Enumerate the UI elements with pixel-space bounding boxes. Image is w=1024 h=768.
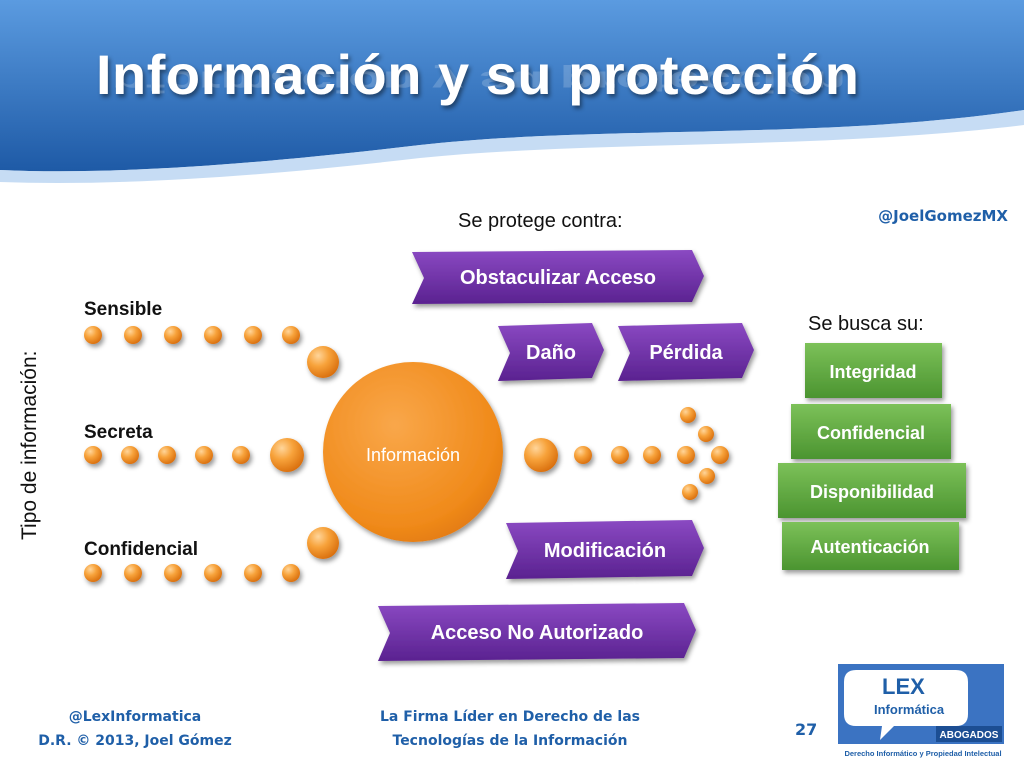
slide-title: Información y su protección (96, 43, 860, 106)
footer-tagline-2: Tecnologías de la Información (392, 733, 628, 749)
seek-heading: Se busca su: (808, 313, 924, 335)
threat-obstaculizar-acceso (412, 250, 704, 304)
logo-main: LEX (882, 674, 925, 699)
lex-informatica-logo: LEX Informática ABOGADOS Derecho Informá… (838, 664, 1004, 758)
logo-badge: ABOGADOS (940, 730, 999, 741)
protect-heading: Se protege contra: (458, 210, 623, 232)
goal-integridad-label: Integridad (829, 362, 916, 382)
threat-dano-label: Daño (526, 342, 576, 364)
center-label: Información (366, 445, 460, 465)
threat-modificacion (506, 520, 704, 579)
dots-secreta (84, 438, 304, 472)
threat-obstaculizar-label: Obstaculizar Acceso (460, 267, 656, 289)
info-type-sensible: Sensible (84, 299, 163, 320)
footer-center: La Firma Líder en Derecho de las Tecnolo… (350, 705, 670, 753)
dots-sensible (84, 326, 339, 378)
footer-tagline-1: La Firma Líder en Derecho de las (379, 709, 640, 725)
informacion-circle (323, 362, 503, 542)
header-banner (0, 0, 1024, 183)
goal-confidencial-box (791, 404, 951, 459)
slide-number: 27 (795, 720, 818, 739)
logo-sub: Informática (874, 702, 945, 717)
threat-perdida (618, 323, 754, 381)
info-type-secreta: Secreta (84, 422, 153, 443)
threat-modificacion-label: Modificación (544, 540, 666, 562)
goal-autenticacion-box (782, 522, 959, 570)
footer-left: @LexInformatica D.R. © 2013, Joel Gómez (20, 705, 250, 753)
threat-dano (498, 323, 604, 381)
info-type-confidencial: Confidencial (84, 539, 199, 560)
goal-autenticacion-label: Autenticación (810, 537, 929, 557)
goal-disponibilidad-label: Disponibilidad (810, 482, 934, 502)
footer-lexinformatica: @LexInformatica (68, 709, 202, 725)
dots-output-arrow (524, 407, 729, 500)
threat-acceso-label: Acceso No Autorizado (431, 622, 644, 644)
threat-acceso-no-autorizado (378, 603, 696, 661)
goal-disponibilidad-box (778, 463, 966, 518)
logo-tagline: Derecho Informático y Propiedad Intelect… (844, 749, 1001, 758)
goal-confidencial-label: Confidencial (817, 423, 925, 443)
threat-perdida-label: Pérdida (649, 342, 723, 364)
twitter-handle: @JoelGomezMX (878, 207, 1008, 225)
dots-confidencial (84, 527, 339, 582)
footer-copyright: D.R. © 2013, Joel Gómez (38, 733, 232, 749)
goal-integridad-box (805, 343, 942, 398)
